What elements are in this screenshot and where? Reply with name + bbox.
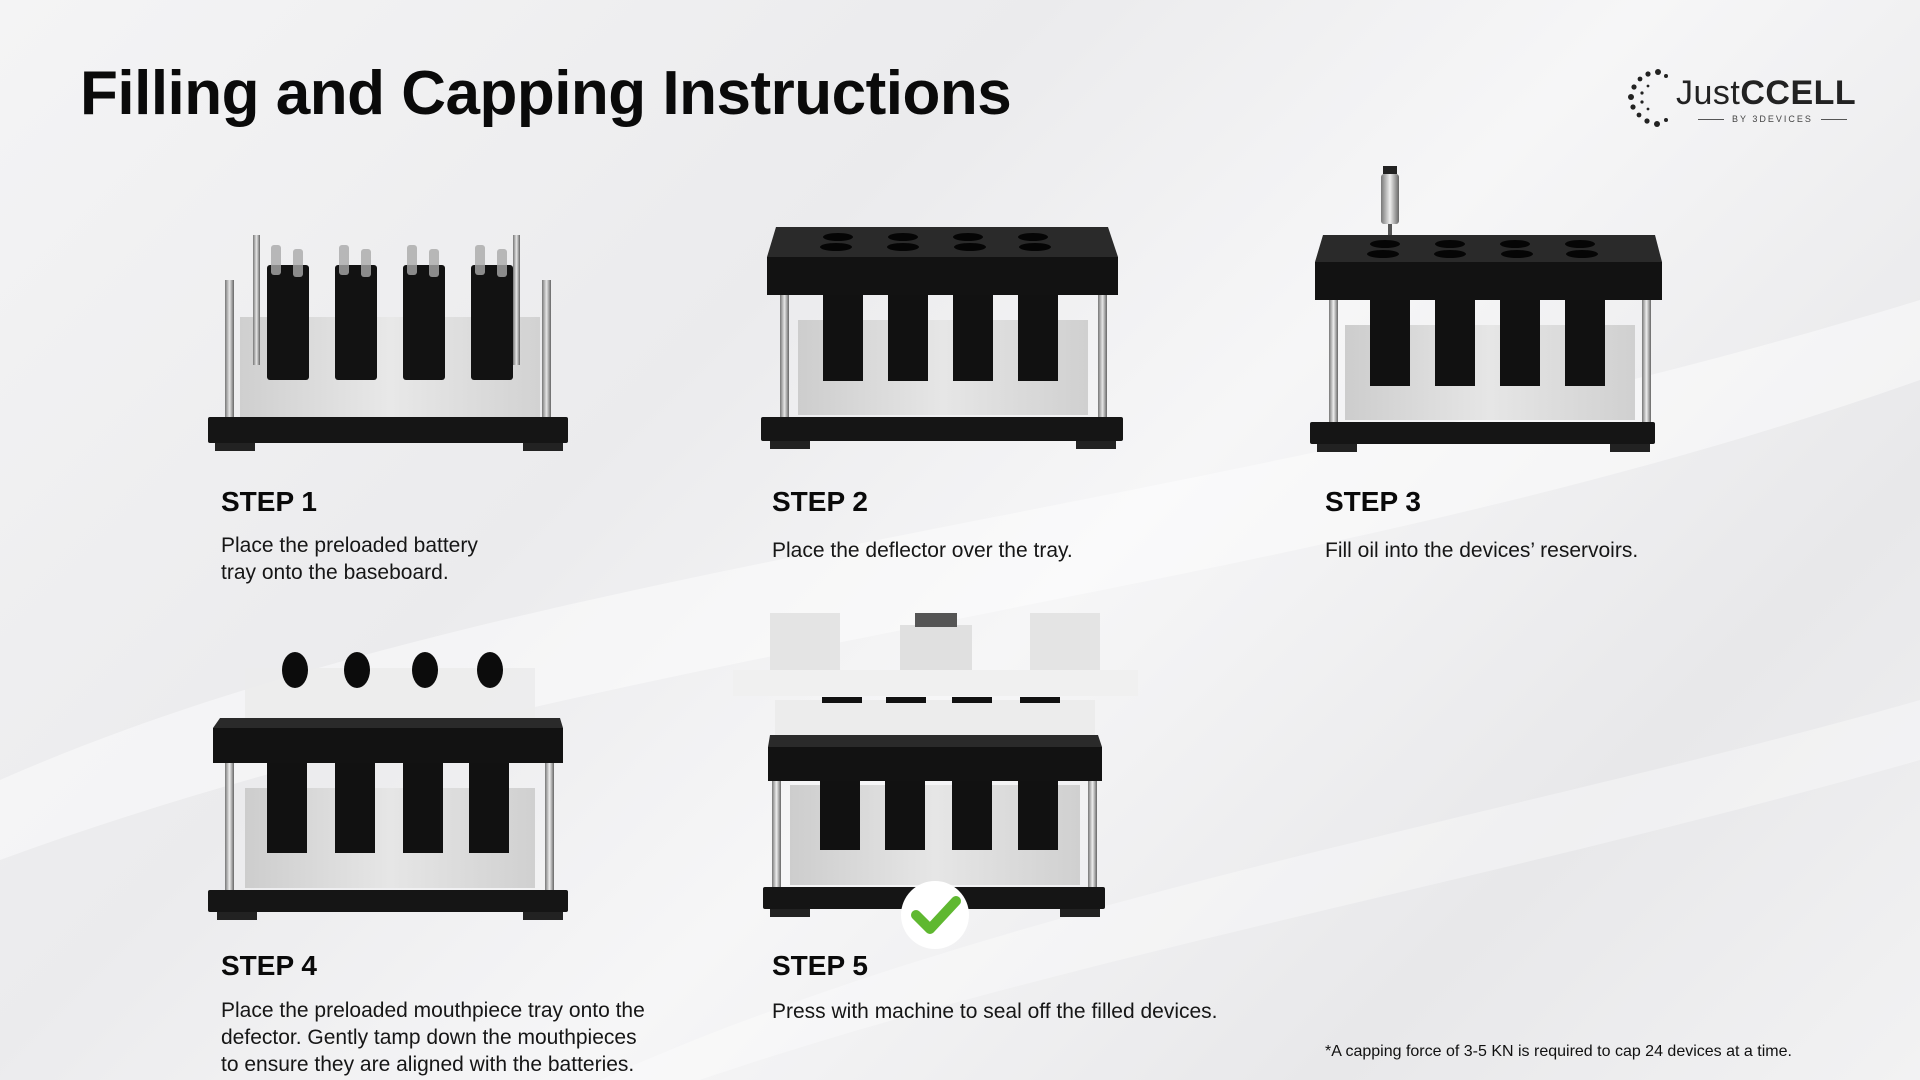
step5-line: Press with machine to seal off the fille… (772, 1000, 1218, 1023)
logo-dots-icon (1628, 69, 1668, 127)
step2-description: Place the deflector over the tray. (772, 537, 1073, 564)
step3-description: Fill oil into the devices’ reservoirs. (1325, 537, 1638, 564)
checkmark-icon (901, 881, 969, 949)
step4-line: Place the preloaded mouthpiece tray onto… (221, 999, 645, 1022)
justccell-logo: JustCCELL BY 3DEVICES (1628, 66, 1858, 132)
step5-illustration (733, 613, 1138, 949)
step4-line: defector. Gently tamp down the mouthpiec… (221, 1026, 637, 1049)
step1-line: Place the preloaded battery (221, 534, 478, 557)
step1-line: tray onto the baseboard. (221, 561, 449, 584)
step4-description: Place the preloaded mouthpiece tray onto… (221, 997, 645, 1078)
step5-description: Press with machine to seal off the fille… (772, 998, 1218, 1025)
step4-line: to ensure they are aligned with the batt… (221, 1053, 635, 1076)
logo-subtitle: BY 3DEVICES (1690, 114, 1855, 124)
step1-illustration (208, 235, 568, 451)
logo-brand-bold: CCELL (1740, 74, 1857, 112)
step4-title: STEP 4 (221, 950, 317, 981)
step3-line: Fill oil into the devices’ reservoirs. (1325, 539, 1639, 562)
step2-illustration (761, 227, 1123, 449)
step5-title: STEP 5 (772, 950, 868, 981)
logo-brand-light: Just (1676, 74, 1741, 112)
footnote: *A capping force of 3-5 KN is required t… (1325, 1043, 1792, 1060)
step3-title: STEP 3 (1325, 486, 1421, 517)
step1-description: Place the preloaded battery tray onto th… (221, 532, 478, 586)
step2-title: STEP 2 (772, 486, 868, 517)
step2-line: Place the deflector over the tray. (772, 539, 1073, 562)
step4-illustration (208, 652, 568, 920)
step1-title: STEP 1 (221, 486, 317, 517)
page-title: Filling and Capping Instructions (80, 59, 1012, 128)
step3-illustration (1310, 166, 1662, 452)
